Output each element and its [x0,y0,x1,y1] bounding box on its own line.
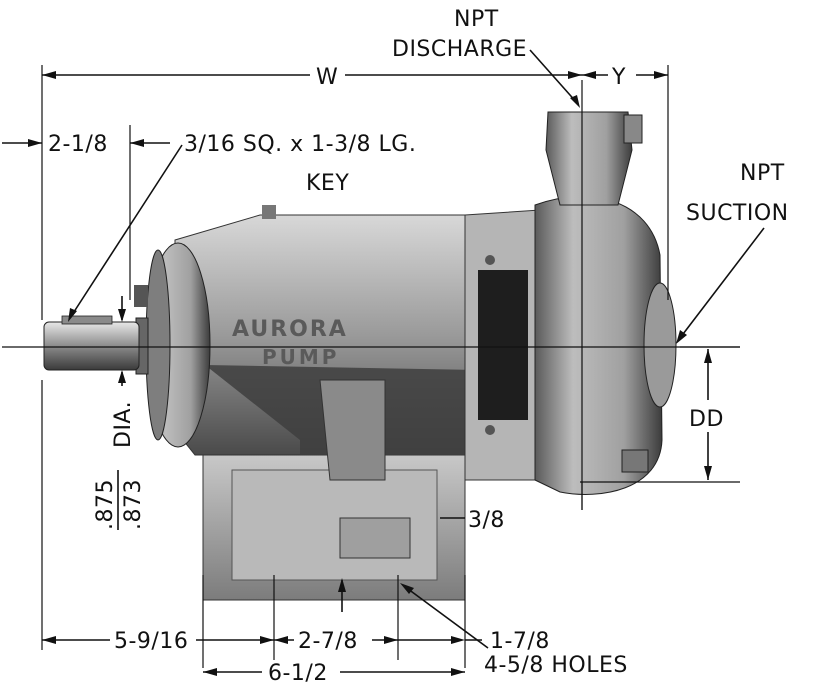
dim-6-1-2-arrow-left [203,668,217,676]
dd-label: DD [689,407,724,432]
dim-w-arrow-left [42,71,56,79]
dim-y-arrow-left [582,71,596,79]
dia-top-value: .875 [93,479,118,530]
key-label-1: 3/16 SQ. x 1-3/8 LG. [184,132,416,157]
dim-y-label: Y [611,65,626,90]
pump-image: AURORA PUMP [43,111,677,601]
dim-1-7-8-label: 1-7/8 [490,629,550,654]
dim-y-arrow-right [654,71,668,79]
dim-2-1-8-arrow-right [130,139,144,147]
dia-bottom-value: .873 [121,479,146,530]
dim-2-1-8-label: 2-1/8 [48,132,108,157]
frame-rib [319,379,386,481]
dim-5-9-16-arrow-right [260,636,274,644]
base-slot [339,517,411,559]
dim-2-7-8-arrow-right [384,636,398,644]
nameplate-line-1: AURORA [232,317,348,342]
npt-discharge-leader [529,49,579,105]
dim-6-1-2-arrow-right [451,668,465,676]
npt-suction-arrow [676,330,687,344]
key-arrow [68,308,77,322]
dim-6-1-2-label: 6-1/2 [268,661,328,683]
discharge-nozzle [545,111,633,206]
dim-w-label: W [316,65,338,90]
npt-discharge-arrow [570,95,580,108]
dia-arrow-bottom [118,370,126,383]
dim-5-9-16-arrow-left [42,636,56,644]
suction-flange [643,282,677,408]
shaft-key [61,315,113,325]
dia-label-group: DIA. [111,401,136,448]
dia-fraction-group: .875 .873 [93,470,146,530]
shaft [43,321,140,371]
dim-2-1-8-arrow-left [28,139,42,147]
npt-suction-label-2: SUCTION [686,201,789,226]
bearing-cover-ring [145,249,171,441]
dia-word: DIA. [111,401,136,448]
key-label-2: KEY [306,171,349,196]
dd-arrow-bottom [704,466,712,480]
dim-2-7-8-label: 2-7/8 [298,629,358,654]
holes-leader [403,585,489,649]
bolt-head [485,425,495,435]
dim-1-7-8-arrow [451,636,465,644]
npt-discharge-label-2: DISCHARGE [392,37,527,62]
adapter-window [478,270,528,420]
key-leader [69,144,183,319]
holes-label: 4-5/8 HOLES [484,653,628,678]
dd-arrow-top [704,349,712,363]
dim-5-9-16-label: 5-9/16 [114,629,188,654]
holes-arrow [400,583,414,594]
grease-fitting [134,285,148,307]
frame-cap [262,205,276,219]
dim-2-7-8-arrow-left [274,636,288,644]
nameplate-line-2: PUMP [262,345,339,369]
dia-arrow-top [118,309,126,322]
npt-suction-label-1: NPT [740,161,785,186]
casing-plug [621,449,649,473]
base-center-arrow [338,578,346,592]
npt-discharge-label-1: NPT [454,7,499,32]
dim-3-8-label: 3/8 [468,508,505,533]
bolt-head [485,255,495,265]
npt-suction-leader [679,227,765,339]
dim-w-arrow-right [568,71,582,79]
discharge-lug [623,114,643,144]
